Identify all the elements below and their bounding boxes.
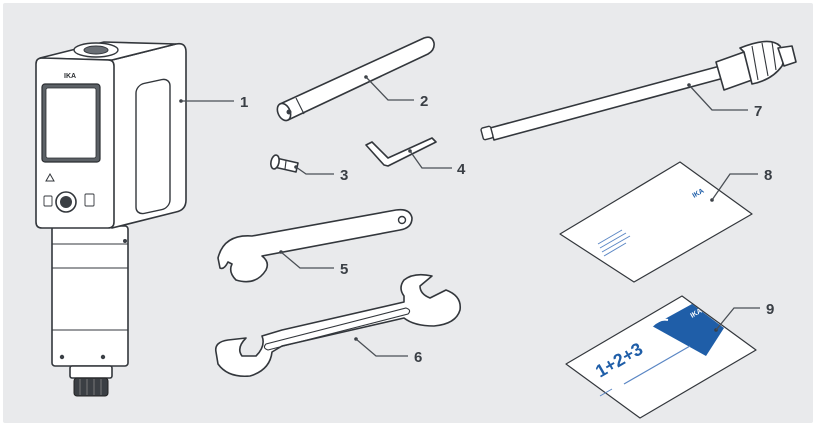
callout-8-number: 8	[764, 167, 772, 184]
callout-3-number: 3	[340, 167, 348, 184]
callout-5: 5	[279, 250, 348, 278]
callout-7-number: 7	[754, 103, 762, 120]
callout-2-number: 2	[420, 93, 428, 110]
callout-5-number: 5	[340, 261, 348, 278]
dispersing-element	[481, 41, 796, 140]
quick-guide: IKA 1+2+3	[566, 296, 756, 418]
shaft	[275, 37, 434, 123]
callout-3: 3	[294, 165, 348, 184]
callout-6: 6	[354, 337, 422, 366]
hook-spanner	[218, 210, 412, 282]
manual: IKA	[560, 162, 752, 282]
callout-9-number: 9	[766, 301, 774, 318]
callout-1: 1	[179, 94, 248, 111]
hex-key	[366, 138, 436, 166]
drive-unit: IKA	[36, 42, 186, 396]
callout-4: 4	[408, 149, 466, 178]
open-end-wrench	[216, 275, 460, 377]
callout-1-number: 1	[240, 94, 248, 111]
pin	[270, 154, 298, 172]
callout-6-number: 6	[414, 349, 422, 366]
callout-4-number: 4	[457, 161, 466, 178]
device-brand: IKA	[64, 73, 76, 80]
